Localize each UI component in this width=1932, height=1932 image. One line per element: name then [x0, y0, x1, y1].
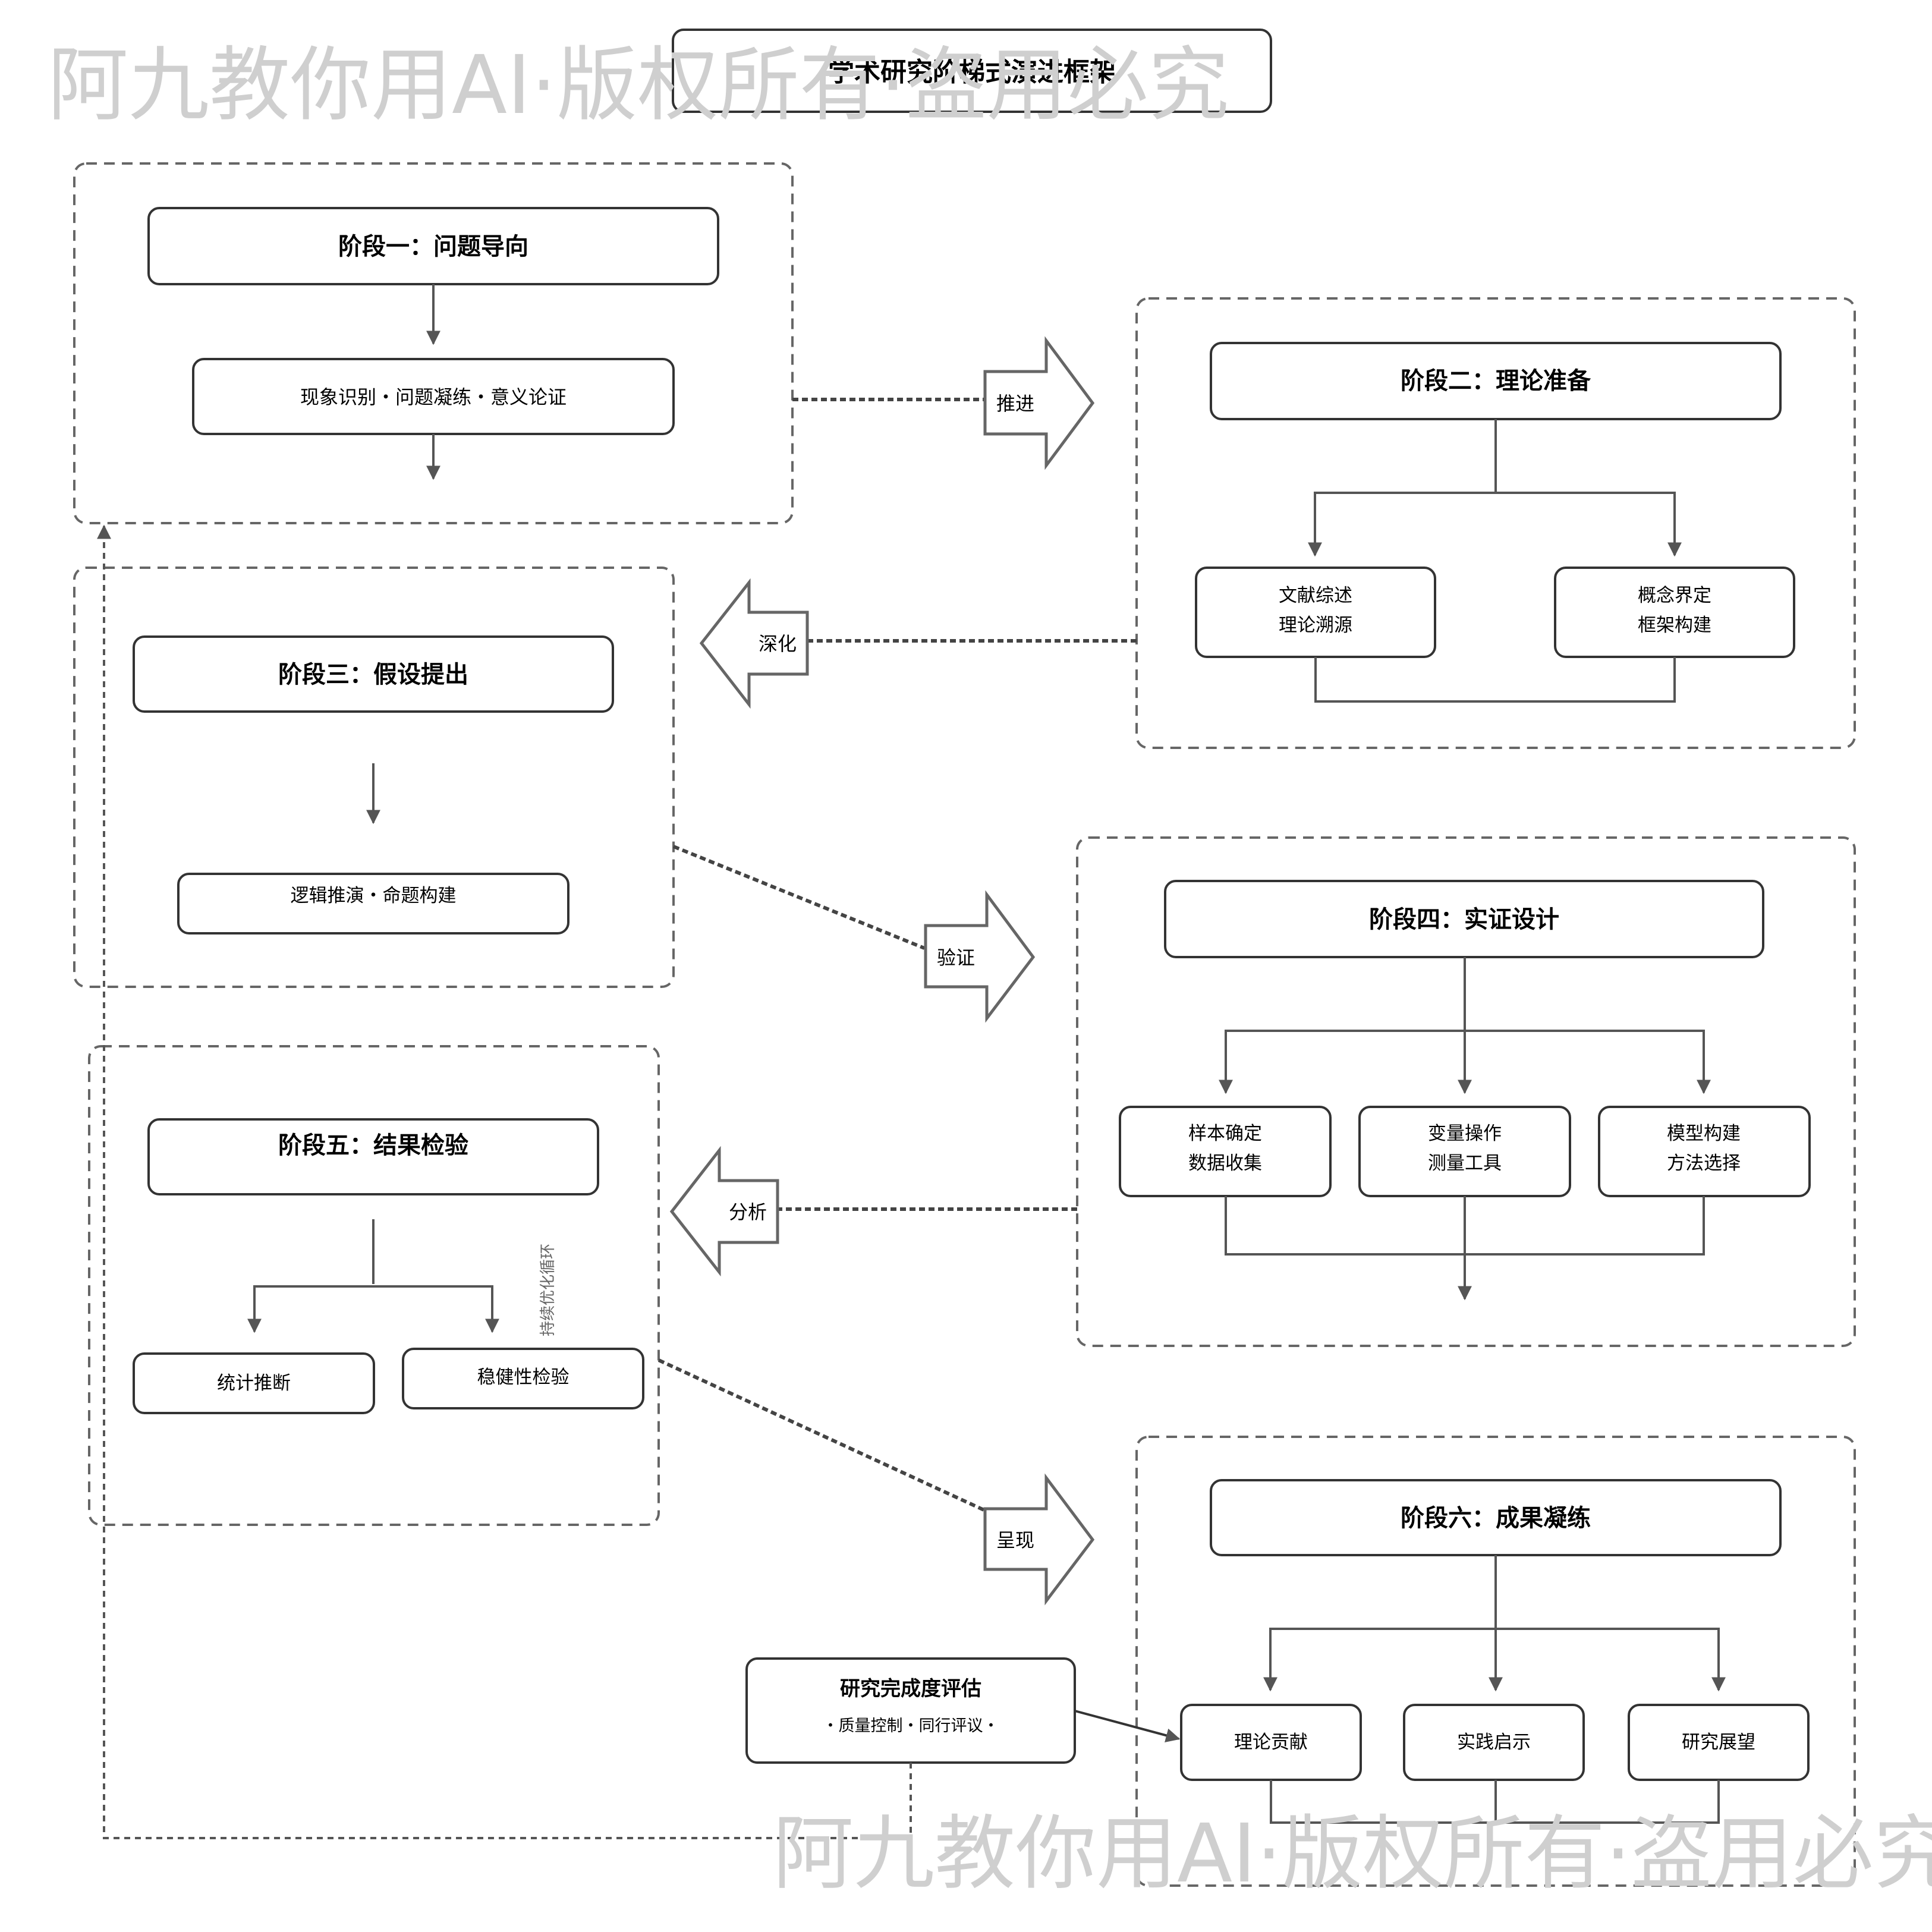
stage3-content-box — [177, 873, 569, 934]
stage2-branch-right — [1496, 492, 1682, 557]
stage2-branch-left — [1308, 492, 1496, 557]
stage6-item: 研究展望 — [1682, 1732, 1755, 1753]
stage2-group: 阶段二：理论准备 文献综述 理论溯源 概念界定 框架构建 — [1135, 297, 1856, 749]
stage4-group: 阶段四：实证设计 样本确定 数据收集 变量操作 测量工具 模型构建 方法选择 — [1076, 836, 1856, 1347]
stage6-branch-right — [1496, 1628, 1726, 1692]
stage5-branch-left — [247, 1285, 373, 1333]
stage5-title: 阶段五：结果检验 — [278, 1132, 468, 1159]
evaluation-subtitle: ・质量控制・同行评议・ — [823, 1717, 999, 1735]
stage2-item-line1: 文献综述 — [1279, 585, 1352, 606]
evaluation-title: 研究完成度评估 — [840, 1677, 981, 1701]
deepen-label: 深化 — [759, 633, 797, 655]
stage3-content: 逻辑推演・命题构建 — [291, 885, 457, 907]
stage2-item-line2: 理论溯源 — [1279, 615, 1352, 636]
stage2-merge — [1314, 657, 1676, 703]
stage3-container — [73, 567, 675, 988]
watermark-bottom: 阿九教你用AI·版权所有·盗用必究 — [773, 1807, 1932, 1901]
stage4-item-box — [1119, 1106, 1332, 1197]
stage4-title: 阶段四：实证设计 — [1369, 906, 1559, 933]
evaluation-arrow — [1074, 1710, 1181, 1742]
stage4-branch-right — [1465, 1030, 1711, 1094]
stage4-branch-left — [1219, 1030, 1465, 1094]
stage4-item-line1: 变量操作 — [1428, 1123, 1502, 1144]
stage6-title: 阶段六：成果凝练 — [1401, 1505, 1591, 1532]
stage4-item-line1: 模型构建 — [1667, 1123, 1741, 1144]
stage1-container — [73, 162, 794, 524]
stage4-item-box — [1358, 1106, 1571, 1197]
stage3-title-box — [133, 635, 614, 713]
present-arrow: 呈现 — [983, 1473, 1095, 1606]
stage4-item-line1: 样本确定 — [1188, 1123, 1262, 1144]
verify-connector — [672, 845, 926, 950]
stage6-item: 实践启示 — [1457, 1732, 1531, 1753]
stage4-item-line2: 数据收集 — [1188, 1153, 1262, 1174]
present-label: 呈现 — [996, 1529, 1034, 1552]
stage1-content: 现象识别・问题凝练・意义论证 — [300, 386, 567, 408]
diagram-title: 学术研究阶梯式演进框架 — [828, 57, 1116, 87]
deepen-arrow: 深化 — [699, 578, 809, 709]
stage6-container — [1135, 1436, 1856, 1887]
stage5-group: 阶段五：结果检验 统计推断 稳健性检验 持续优化循环 — [88, 1045, 660, 1526]
stage6-item: 理论贡献 — [1234, 1732, 1308, 1753]
stage2-item-box — [1195, 567, 1436, 658]
stage2-item-line1: 概念界定 — [1638, 585, 1711, 606]
stage2-item-box — [1554, 567, 1795, 658]
feedback-loop-line — [97, 524, 912, 1839]
verify-arrow: 验证 — [924, 890, 1036, 1023]
stage6-group: 阶段六：成果凝练 理论贡献 实践启示 研究展望 — [1135, 1436, 1856, 1887]
stage5-title-box — [147, 1118, 599, 1195]
title-box: 学术研究阶梯式演进框架 — [672, 29, 1272, 113]
watermark-top: 阿九教你用AI·版权所有·盗用必究 — [48, 39, 1229, 133]
advance-arrow: 推进 — [983, 336, 1095, 470]
analyze-arrow: 分析 — [669, 1146, 779, 1277]
stage4-item-line2: 方法选择 — [1667, 1153, 1741, 1174]
stage5-item-box — [133, 1352, 375, 1414]
stage5-item-box — [402, 1348, 644, 1409]
stage4-item-box — [1598, 1106, 1811, 1197]
stage5-branch-right — [373, 1285, 499, 1333]
loop-label: 持续优化循环 — [539, 1244, 557, 1336]
stage2-container — [1135, 297, 1856, 749]
stage1-title: 阶段一：问题导向 — [338, 233, 528, 260]
stage4-item-line2: 测量工具 — [1428, 1153, 1502, 1174]
stage5-item: 统计推断 — [217, 1373, 291, 1394]
stage4-container — [1076, 836, 1856, 1347]
advance-label: 推进 — [996, 392, 1034, 415]
stage1-group: 阶段一：问题导向 现象识别・问题凝练・意义论证 — [73, 162, 794, 524]
evaluation-box — [745, 1657, 1076, 1764]
evaluation-group: 研究完成度评估 ・质量控制・同行评议・ — [745, 1657, 1181, 1764]
stage3-group: 阶段三：假设提出 逻辑推演・命题构建 — [73, 567, 675, 988]
stage5-item: 稳健性检验 — [477, 1367, 569, 1388]
stage2-title: 阶段二：理论准备 — [1401, 367, 1591, 395]
stage2-item-line2: 框架构建 — [1638, 615, 1711, 636]
verify-label: 验证 — [937, 946, 975, 969]
present-connector — [657, 1358, 985, 1512]
stage5-container — [88, 1045, 660, 1526]
analyze-label: 分析 — [729, 1201, 767, 1223]
stage3-title: 阶段三：假设提出 — [278, 661, 468, 688]
stage6-branch-left — [1263, 1628, 1496, 1692]
stage6-item-box — [1403, 1704, 1585, 1781]
